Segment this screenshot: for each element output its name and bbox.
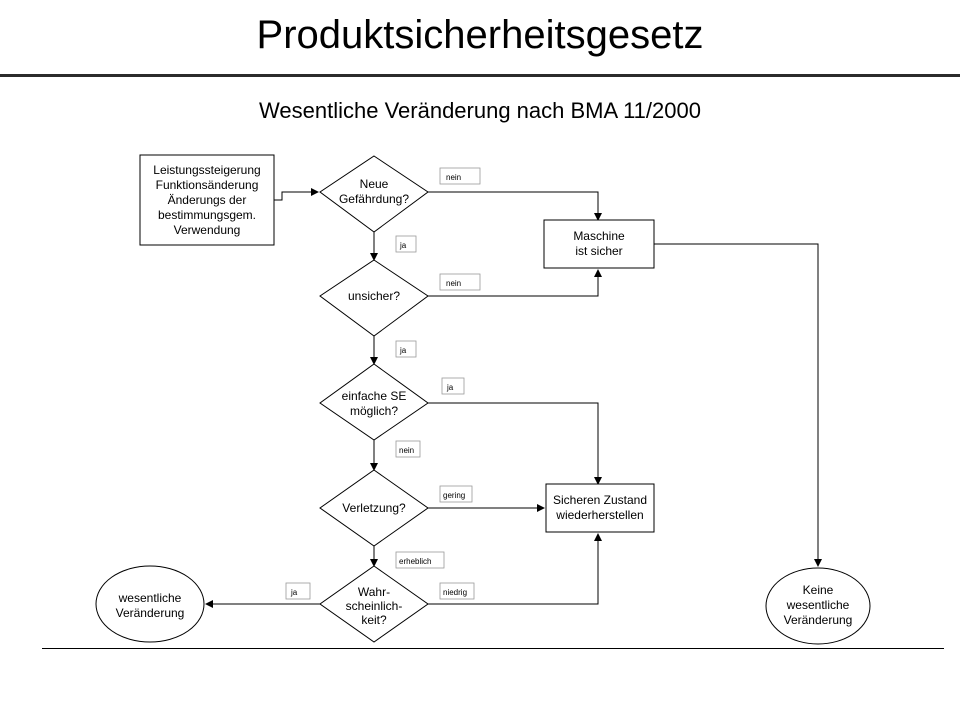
terminal-wesentlich-line-1: wesentliche: [118, 591, 182, 605]
edge-label-gering: gering: [443, 491, 465, 500]
label-box-ja-3: [441, 377, 465, 395]
edge-label-ja-3: ja: [446, 383, 454, 392]
decision-wahrscheinlichkeit-line-1: Wahr-: [358, 585, 390, 599]
label-box-nein-2: [439, 273, 481, 291]
edge-label-niedrig: niedrig: [443, 588, 467, 597]
process-zustand-line-2: wiederherstellen: [555, 508, 643, 522]
start-line-2: Funktionsänderung: [156, 178, 259, 192]
terminal-wesentliche-veraenderung: [95, 565, 205, 643]
terminal-keine-line-2: wesentliche: [786, 598, 850, 612]
edge-gefaehrdung-nein: [428, 191, 602, 221]
process-zustand: [545, 483, 655, 533]
edge-label-ja-2: ja: [399, 346, 407, 355]
label-box-ja-2: [395, 340, 417, 358]
edge-label-ja-4: ja: [290, 588, 298, 597]
label-box-nein-1: [439, 167, 481, 185]
edge-einfache-se-ja: [428, 402, 602, 485]
connectors: [205, 188, 822, 608]
process-maschine-sicher-line-1: Maschine: [573, 229, 625, 243]
label-box-nein-3: [395, 440, 421, 458]
decision-unsicher-line-1: unsicher?: [348, 289, 400, 303]
process-maschine-sicher-line-2: ist sicher: [575, 244, 622, 258]
bottom-divider: [42, 648, 944, 649]
decision-wahrscheinlichkeit-line-3: keit?: [361, 613, 387, 627]
start-line-5: Verwendung: [174, 223, 241, 237]
decision-unsicher: [319, 259, 429, 337]
decision-wahrscheinlichkeit-line-2: scheinlich-: [346, 599, 403, 613]
edge-wahrscheinlichkeit-niedrig: [428, 533, 602, 605]
terminal-keine-veraenderung: [765, 567, 871, 645]
start-line-1: Leistungssteigerung: [153, 163, 260, 177]
page-title: Produktsicherheitsgesetz: [256, 13, 704, 57]
edge-label-nein-1: nein: [446, 173, 461, 182]
decision-einfache-se: [319, 363, 429, 441]
start-line-4: bestimmungsgem.: [158, 208, 256, 222]
start-line-3: Änderungs der: [168, 193, 247, 207]
edge-label-nein-3: nein: [399, 446, 414, 455]
terminal-wesentlich-line-2: Veränderung: [116, 606, 185, 620]
edge-label-erheblich: erheblich: [399, 557, 431, 566]
terminal-keine-line-1: Keine: [803, 583, 834, 597]
label-box-niedrig: [439, 582, 475, 600]
decision-einfache-se-line-1: einfache SE: [342, 389, 407, 403]
decision-gefaehrdung: [319, 155, 429, 233]
start-box: [139, 154, 275, 246]
edge-label-boxes: [285, 167, 481, 600]
label-box-erheblich: [395, 551, 445, 569]
label-box-ja-4: [285, 582, 311, 600]
edge-label-ja-1: ja: [399, 241, 407, 250]
page-subtitle: Wesentliche Veränderung nach BMA 11/2000: [259, 98, 701, 123]
decision-verletzung: [319, 469, 429, 547]
decision-einfache-se-line-2: möglich?: [350, 404, 398, 418]
edge-unsicher-nein: [428, 269, 602, 297]
process-maschine-sicher: [543, 219, 655, 269]
decision-wahrscheinlichkeit: [319, 565, 429, 643]
decision-verletzung-line-1: Verletzung?: [342, 501, 406, 515]
label-box-gering: [439, 485, 473, 503]
decision-gefaehrdung-line-1: Neue: [360, 177, 389, 191]
edge-maschine-to-keine: [654, 243, 822, 567]
label-box-ja-1: [395, 235, 417, 253]
terminal-keine-line-3: Veränderung: [784, 613, 853, 627]
edge-start-to-gefaehrdung: [274, 188, 319, 201]
edge-label-nein-2: nein: [446, 279, 461, 288]
decision-gefaehrdung-line-2: Gefährdung?: [339, 192, 409, 206]
process-zustand-line-1: Sicheren Zustand: [553, 493, 647, 507]
title-divider: [0, 74, 960, 77]
